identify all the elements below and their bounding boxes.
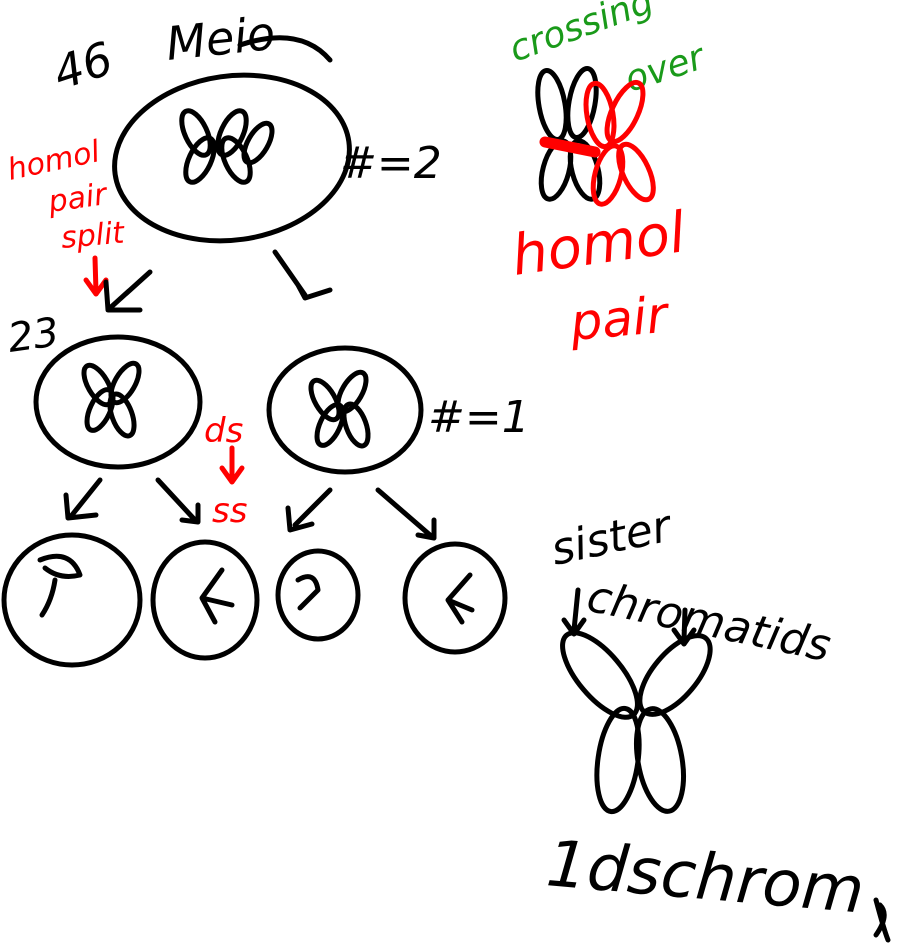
gamete-cell-1 xyxy=(1,532,143,668)
pair-label: pair xyxy=(45,177,110,220)
crossing-over-chromosomes-icon xyxy=(535,65,656,207)
arrow-right-down-icon xyxy=(272,249,333,301)
sister-label: sister xyxy=(547,500,678,576)
gamete-chromatid-1-icon xyxy=(37,553,83,618)
homol-pair-homol-label: homol xyxy=(508,200,690,289)
arrow-down-4-icon xyxy=(375,487,437,541)
daughter-chromosome-right-icon xyxy=(308,369,371,449)
ds-label: ds xyxy=(204,411,243,451)
red-down-arrow-icon xyxy=(83,255,109,297)
haploid-count-label: 23 xyxy=(5,309,62,362)
ss-label: ss xyxy=(212,491,247,531)
ds-to-ss-arrow-icon xyxy=(219,445,245,485)
sister-left-arrow-icon xyxy=(561,587,587,637)
gamete-chromatid-2-icon xyxy=(199,567,235,625)
daughter-chromosome-left-icon xyxy=(81,360,142,439)
homol-pair-split-note: homol pair split xyxy=(4,134,127,297)
chrom-tail-stroke xyxy=(873,897,891,943)
chromosome-number-top: #=2 xyxy=(340,138,442,189)
gamete-cell-2 xyxy=(150,539,260,661)
homol-pair-pair-label: pair xyxy=(567,285,673,352)
gamete-chromatid-4-icon xyxy=(445,572,475,625)
parent-cell xyxy=(112,72,352,244)
double-stranded-chromosome-label: 1dschrom xyxy=(544,827,867,928)
chromosome-number-mid: #=1 xyxy=(428,392,530,443)
arrow-down-1-icon xyxy=(63,477,103,521)
gamete-cell-4 xyxy=(402,541,508,655)
title-underline-stroke xyxy=(237,35,333,63)
single-chromosome-icon xyxy=(560,630,713,815)
parent-chromosome-pair-icon xyxy=(179,108,275,185)
arrow-down-2-icon xyxy=(155,477,201,525)
gamete-cell-3 xyxy=(275,548,361,642)
arrow-down-3-icon xyxy=(285,487,333,533)
gamete-chromatid-3-icon xyxy=(295,574,321,611)
diploid-count-label: 46 xyxy=(47,31,119,100)
daughter-cell-right xyxy=(266,345,424,475)
arrow-left-down-icon xyxy=(103,269,153,313)
daughter-cell-left xyxy=(33,334,203,470)
over-label: over xyxy=(620,36,711,100)
split-label: split xyxy=(60,215,127,255)
